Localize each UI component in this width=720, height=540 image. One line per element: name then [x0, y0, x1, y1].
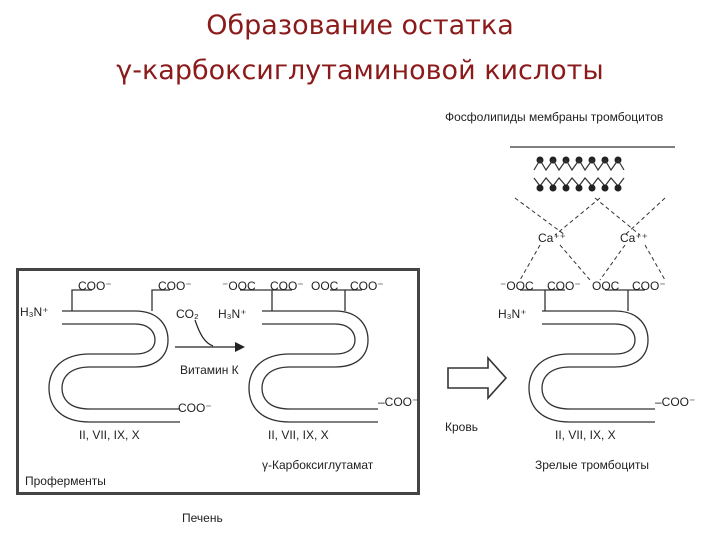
calcium-left: Ca⁺⁺: [538, 231, 567, 245]
coo-label: COO⁻: [270, 279, 304, 293]
h3n-label: H₃N⁺: [498, 307, 527, 321]
coo-label: COO⁻: [350, 279, 384, 293]
blood-label: Кровь: [445, 420, 478, 434]
co2-label: CO₂: [176, 307, 199, 321]
transport-arrow-icon: [447, 355, 508, 401]
coo-label: COO⁻: [632, 279, 666, 293]
coo-label: COO⁻: [158, 279, 192, 293]
membrane-label: Фосфолипиды мембраны тромбоцитов: [445, 110, 664, 124]
factors-label: II, VII, IX, X: [79, 428, 140, 442]
coo-end-label: COO⁻: [178, 401, 212, 415]
h3n-label: H₃N⁺: [218, 307, 247, 321]
calcium-right: Ca⁺⁺: [620, 231, 649, 245]
h3n-label: H₃N⁺: [20, 305, 49, 319]
slide-title-line2: γ-карбоксиглутаминовой кислоты: [116, 55, 604, 86]
vitamin-k-label: Витамин К: [180, 363, 239, 377]
liver-label: Печень: [182, 511, 223, 525]
liver-frame: [16, 268, 420, 495]
coo-label: COO⁻: [78, 279, 112, 293]
slide-title-line1: Образование остатка: [206, 10, 514, 41]
protein-chain-middle: [248, 310, 378, 423]
coo-label: OOC: [592, 279, 620, 293]
factors-label: II, VII, IX, X: [555, 428, 616, 442]
mature-label: Зрелые тромбоциты: [535, 458, 650, 472]
coo-label: COO⁻: [547, 279, 581, 293]
phospholipid-tails-top: [533, 158, 625, 172]
coo-label: ⁻OOC: [222, 279, 256, 293]
protein-chain-right: [528, 310, 655, 423]
gamma-carboxy-label: γ-Карбоксиглутамат: [262, 458, 374, 472]
coo-label: ⁻OOC: [500, 279, 534, 293]
coo-label: OOC: [311, 279, 339, 293]
factors-label: II, VII, IX, X: [268, 428, 329, 442]
protein-chain-left: [48, 310, 180, 423]
co2-arrow: [194, 319, 214, 347]
coo-end-label: –COO⁻: [378, 395, 419, 409]
coo-end-label: –COO⁻: [655, 395, 696, 409]
phospholipid-row-bottom: [536, 184, 622, 192]
proenzymes-label: Проферменты: [25, 474, 106, 488]
